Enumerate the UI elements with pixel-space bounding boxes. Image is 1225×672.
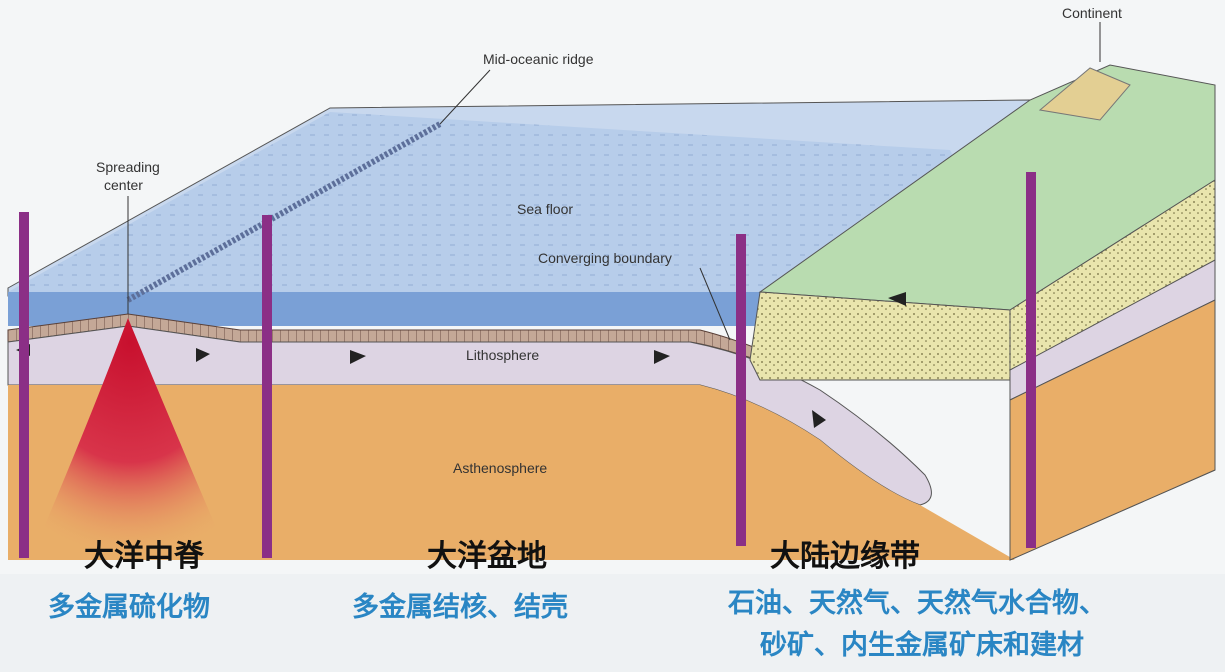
arrow-right-icon xyxy=(654,350,670,364)
arrow-right-icon xyxy=(350,350,366,364)
asthenosphere-layer xyxy=(8,385,1015,560)
zone-ridge: 大洋中脊 xyxy=(84,539,205,574)
sea-floor-surface xyxy=(8,112,960,292)
zone-margin: 大陆边缘带 xyxy=(770,539,920,574)
resource-ridge: 多金属硫化物 xyxy=(48,591,210,623)
divider-bar xyxy=(736,234,746,546)
asthenosphere-label: Asthenosphere xyxy=(453,460,547,476)
resource-margin-line2: 砂矿、内生金属矿床和建材 xyxy=(760,629,1084,661)
spreading-label: Spreading xyxy=(96,159,160,175)
magma-plume xyxy=(30,318,230,560)
caption-band xyxy=(0,574,1225,672)
resource-basin: 多金属结核、结壳 xyxy=(352,591,568,623)
arrow-right-icon xyxy=(196,348,210,362)
spreading-label: center xyxy=(104,177,143,193)
zone-basin: 大洋盆地 xyxy=(427,539,547,574)
continent-label: Continent xyxy=(1062,5,1122,21)
resource-margin-line1: 石油、天然气、天然气水合物、 xyxy=(727,587,1106,619)
arrow-right-icon xyxy=(812,410,826,428)
sea-floor-label: Sea floor xyxy=(517,201,573,217)
lithosphere-label: Lithosphere xyxy=(466,347,539,363)
divider-bar xyxy=(262,215,272,558)
continent-mountain xyxy=(1038,67,1131,121)
divider-bar xyxy=(1026,172,1036,548)
converging-label: Converging boundary xyxy=(538,250,672,266)
divider-bar xyxy=(19,212,29,558)
ridge-label: Mid-oceanic ridge xyxy=(483,51,594,67)
arrow-left-icon xyxy=(888,292,906,306)
side-asthenosphere xyxy=(1009,299,1216,561)
